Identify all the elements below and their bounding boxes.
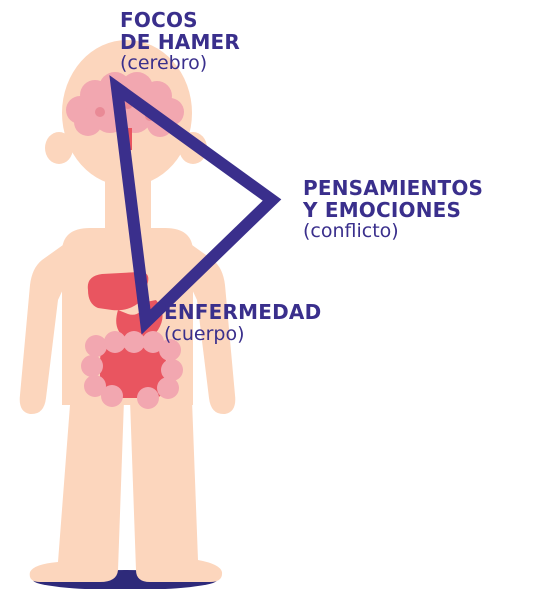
label-subtitle: (cerebro) <box>120 53 240 74</box>
label-title: FOCOS <box>120 10 240 32</box>
leg-right <box>130 400 222 582</box>
label-title: PENSAMIENTOS <box>303 178 483 200</box>
leg-left <box>30 400 124 582</box>
label-focos-de-hamer: FOCOS DE HAMER (cerebro) <box>120 10 240 74</box>
label-subtitle: (conflicto) <box>303 221 483 242</box>
label-title: Y EMOCIONES <box>303 200 483 222</box>
label-pensamientos-y-emociones: PENSAMIENTOS Y EMOCIONES (conflicto) <box>303 178 483 242</box>
label-enfermedad: ENFERMEDAD (cuerpo) <box>164 302 321 344</box>
ear-left <box>45 132 73 164</box>
label-title: ENFERMEDAD <box>164 302 321 324</box>
label-title: DE HAMER <box>120 32 240 54</box>
label-subtitle: (cuerpo) <box>164 324 321 345</box>
